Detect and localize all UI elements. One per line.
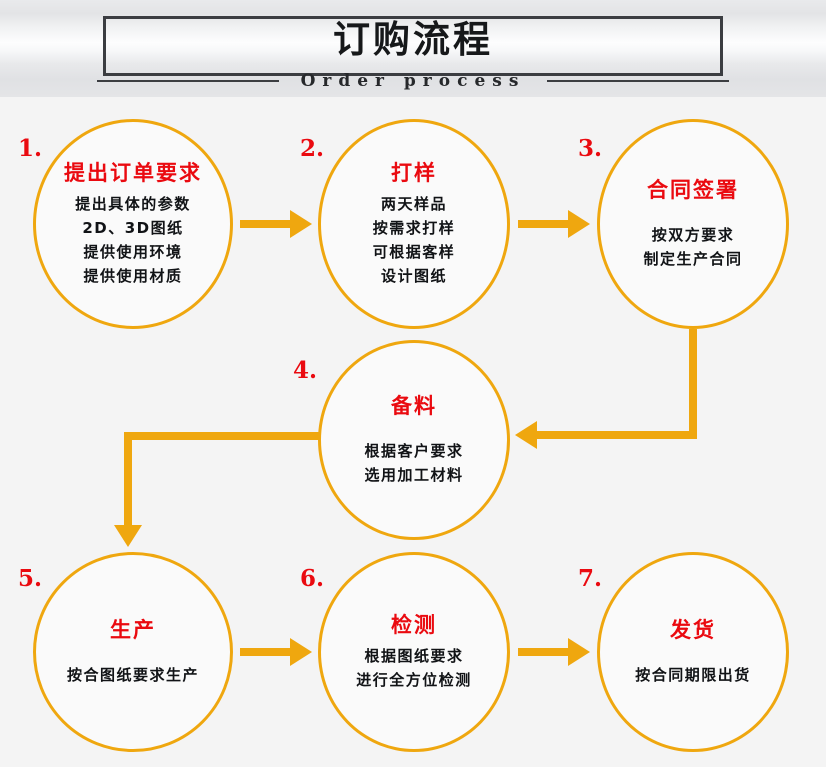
page-title: 订购流程	[333, 18, 493, 61]
arrow-head-right-icon	[568, 210, 590, 238]
step-title-7: 发货	[670, 618, 716, 642]
connector-step4-horizontal	[124, 432, 320, 440]
arrow-step5-to-step6	[240, 638, 312, 666]
step-body-line: 设计图纸	[380, 267, 447, 285]
header-subtitle-row: Order process	[0, 68, 826, 94]
step-body-line: 按需求打样	[372, 219, 456, 237]
step-body-5: 按合图纸要求生产	[67, 663, 199, 687]
step-body-line: 提出具体的参数	[75, 195, 191, 213]
step-title-5: 生产	[110, 618, 156, 642]
step-title-2: 打样	[391, 161, 437, 185]
step-node-3[interactable]: 合同签署 按双方要求 制定生产合同	[597, 119, 789, 329]
page-subtitle: Order process	[300, 71, 526, 91]
step-title-6: 检测	[391, 613, 437, 637]
step-body-line: 进行全方位检测	[356, 671, 472, 689]
step-body-line: 两天样品	[380, 195, 447, 213]
step-body-3: 按双方要求 制定生产合同	[643, 223, 742, 271]
step-index-6: 6.	[300, 565, 325, 592]
step-title-3: 合同签署	[647, 178, 739, 202]
step-body-line: 提供使用材质	[83, 267, 183, 285]
step-body-line: 2D、3D图纸	[82, 219, 184, 237]
step-node-2[interactable]: 打样 两天样品 按需求打样 可根据客样 设计图纸	[318, 119, 510, 329]
step-node-6[interactable]: 检测 根据图纸要求 进行全方位检测	[318, 552, 510, 752]
step-title-4: 备料	[391, 394, 437, 418]
arrow-shaft	[240, 220, 290, 228]
step-node-1[interactable]: 提出订单要求 提出具体的参数 2D、3D图纸 提供使用环境 提供使用材质	[33, 119, 233, 329]
step-body-line: 选用加工材料	[364, 466, 464, 484]
connector-step3-vertical	[689, 329, 697, 439]
header-band: 订购流程 Order process	[0, 0, 826, 97]
step-body-6: 根据图纸要求 进行全方位检测	[356, 644, 472, 692]
arrow-head-right-icon	[568, 638, 590, 666]
step-body-7: 按合同期限出货	[635, 663, 751, 687]
step-body-line: 按双方要求	[651, 226, 735, 244]
arrow-step2-to-step3	[518, 210, 590, 238]
step-index-7: 7.	[578, 565, 603, 592]
step-index-5: 5.	[18, 565, 43, 592]
step-body-line: 可根据客样	[372, 243, 456, 261]
step-body-line: 制定生产合同	[643, 250, 743, 268]
step-body-line: 根据客户要求	[364, 442, 464, 460]
footer-strip	[0, 752, 826, 767]
step-node-5[interactable]: 生产 按合图纸要求生产	[33, 552, 233, 752]
step-body-line: 根据图纸要求	[364, 647, 464, 665]
subtitle-rule-left	[96, 80, 279, 82]
arrow-head-right-icon	[290, 638, 312, 666]
flow-diagram: 1. 提出订单要求 提出具体的参数 2D、3D图纸 提供使用环境 提供使用材质 …	[0, 97, 826, 767]
connector-step3-horizontal	[540, 431, 697, 439]
subtitle-rule-right	[547, 80, 730, 82]
arrow-head-down-icon	[114, 525, 142, 547]
arrow-step1-to-step2	[240, 210, 312, 238]
step-index-2: 2.	[300, 135, 325, 162]
step-body-4: 根据客户要求 选用加工材料	[364, 439, 463, 487]
step-body-1: 提出具体的参数 2D、3D图纸 提供使用环境 提供使用材质	[75, 192, 191, 288]
arrow-head-left-icon	[515, 421, 537, 449]
header-frame	[103, 16, 723, 76]
arrow-head-right-icon	[290, 210, 312, 238]
connector-step4-vertical	[124, 432, 132, 530]
step-index-3: 3.	[578, 135, 603, 162]
arrow-shaft	[518, 220, 568, 228]
step-node-4[interactable]: 备料 根据客户要求 选用加工材料	[318, 340, 510, 540]
arrow-head-left-step4	[515, 421, 545, 449]
step-body-line: 按合图纸要求生产	[66, 666, 199, 684]
arrow-shaft	[537, 431, 545, 439]
step-title-1: 提出订单要求	[64, 161, 202, 185]
step-index-4: 4.	[293, 357, 318, 384]
step-body-line: 提供使用环境	[83, 243, 183, 261]
arrow-step6-to-step7	[518, 638, 590, 666]
arrow-shaft	[240, 648, 290, 656]
step-node-7[interactable]: 发货 按合同期限出货	[597, 552, 789, 752]
arrow-shaft	[518, 648, 568, 656]
step-body-2: 两天样品 按需求打样 可根据客样 设计图纸	[373, 192, 456, 288]
step-body-line: 按合同期限出货	[635, 666, 751, 684]
step-index-1: 1.	[18, 135, 43, 162]
